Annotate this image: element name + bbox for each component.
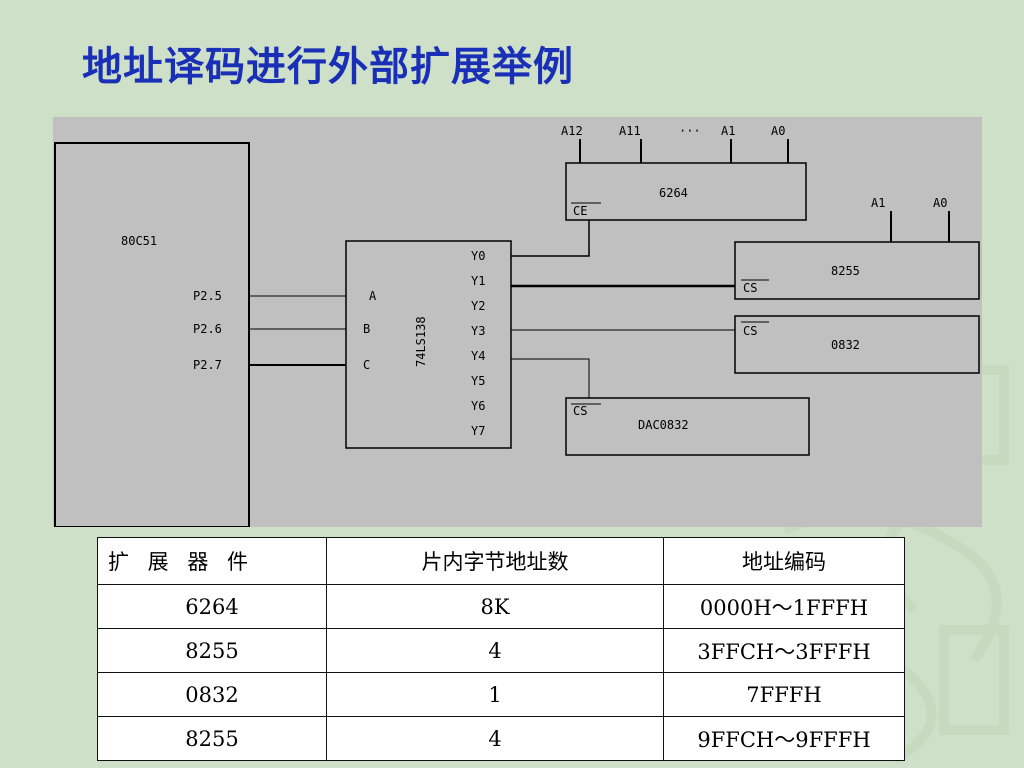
cell-address-range: 0000H～1FFFH [663, 584, 905, 629]
table-header-row: 扩 展 器 件 片内字节地址数 地址编码 [97, 537, 905, 585]
cell-byte-count: 1 [326, 672, 664, 717]
decoder-output-y3: Y3 [471, 324, 485, 338]
dac-cs-label: CS [743, 324, 757, 338]
header-device: 扩 展 器 件 [97, 537, 327, 585]
cell-address-range: 7FFFH [663, 672, 905, 717]
ram-chip [565, 162, 807, 221]
ppi2-chip [565, 397, 810, 456]
mcu-pin-p25: P2.5 [193, 289, 222, 303]
ppi2-cs-label: CS [573, 404, 587, 418]
decoder-label: 74LS138 [414, 316, 428, 367]
table-row: 8255 4 9FFCH～9FFFH [97, 716, 905, 761]
ram-addr-a1: A1 [721, 124, 735, 138]
cell-address-range: 3FFCH～3FFFH [663, 628, 905, 673]
cell-byte-count: 4 [326, 716, 664, 761]
cell-device: 6264 [97, 584, 327, 629]
mcu-chip [54, 142, 250, 527]
page-title: 地址译码进行外部扩展举例 [82, 43, 574, 90]
ppi1-addr-a0: A0 [933, 196, 947, 210]
decoder-chip [345, 240, 512, 449]
decoder-output-y7: Y7 [471, 424, 485, 438]
header-address-range: 地址编码 [663, 537, 905, 585]
table-row: 6264 8K 0000H～1FFFH [97, 584, 905, 629]
dac-label: 0832 [831, 338, 860, 352]
decoder-output-y5: Y5 [471, 374, 485, 388]
ppi1-chip [734, 241, 980, 300]
decoder-output-y1: Y1 [471, 274, 485, 288]
ppi2-label: DAC0832 [638, 418, 689, 432]
ram-addr-a0: A0 [771, 124, 785, 138]
ram-label: 6264 [659, 186, 688, 200]
ram-addr-a12: A12 [561, 124, 583, 138]
address-table: 扩 展 器 件 片内字节地址数 地址编码 6264 8K 0000H～1FFFH… [97, 537, 905, 761]
cell-byte-count: 8K [326, 584, 664, 629]
mcu-label: 80C51 [121, 234, 157, 248]
decoder-output-y6: Y6 [471, 399, 485, 413]
ppi1-label: 8255 [831, 264, 860, 278]
mcu-pin-p27: P2.7 [193, 358, 222, 372]
decoder-output-y4: Y4 [471, 349, 485, 363]
cell-address-range: 9FFCH～9FFFH [663, 716, 905, 761]
dac-chip [734, 315, 980, 374]
table-row: 8255 4 3FFCH～3FFFH [97, 628, 905, 673]
cell-byte-count: 4 [326, 628, 664, 673]
header-byte-count: 片内字节地址数 [326, 537, 664, 585]
cell-device: 8255 [97, 716, 327, 761]
ram-cs-label: CE [573, 204, 587, 218]
decoder-input-a: A [369, 289, 377, 303]
ppi1-addr-a1: A1 [871, 196, 885, 210]
decoder-output-y2: Y2 [471, 299, 485, 313]
ram-addr-dots: ··· [679, 124, 701, 138]
decoder-input-c: C [363, 358, 370, 372]
circuit-diagram: 80C51 P2.5 P2.6 P2.7 74LS138 A B C Y0 Y1… [53, 117, 982, 527]
decoder-input-b: B [363, 322, 370, 336]
cell-device: 0832 [97, 672, 327, 717]
table-row: 0832 1 7FFFH [97, 672, 905, 717]
ram-addr-a11: A11 [619, 124, 641, 138]
ppi1-cs-label: CS [743, 281, 757, 295]
cell-device: 8255 [97, 628, 327, 673]
decoder-output-y0: Y0 [471, 249, 485, 263]
mcu-pin-p26: P2.6 [193, 322, 222, 336]
